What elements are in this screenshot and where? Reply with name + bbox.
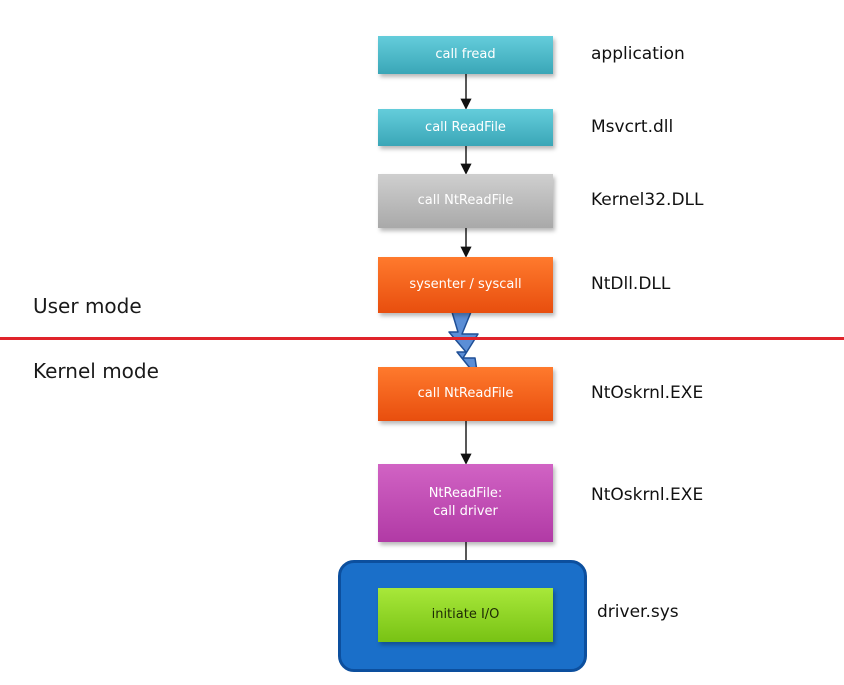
box-call-ntreadfile-ntoskrnl-text: call NtReadFile [417, 386, 514, 401]
component-label-kernel32: Kernel32.DLL [591, 190, 704, 210]
box-call-readfile-text: call ReadFile [425, 119, 506, 135]
box-call-fread-text: call fread [435, 47, 496, 62]
component-label-msvcrt: Msvcrt.dll [591, 117, 674, 137]
component-label-application: application [591, 44, 685, 64]
kernel-mode-label: Kernel mode [33, 359, 159, 383]
box-sysenter-syscall-text: sysenter / syscall [409, 277, 522, 292]
box-initiate-io-text: initiate I/O [431, 607, 500, 622]
box-initiate-io: initiate I/O [378, 588, 553, 642]
user-mode-label: User mode [33, 294, 142, 318]
box-call-ntreadfile-ntoskrnl: call NtReadFile [378, 367, 553, 421]
box-call-ntreadfile-kernel32-text: call NtReadFile [417, 193, 514, 208]
component-label-ntoskrnl-2: NtOskrnl.EXE [591, 485, 704, 505]
user-kernel-divider [0, 337, 844, 340]
component-label-ntoskrnl-1: NtOskrnl.EXE [591, 383, 704, 403]
box-call-fread: call fread [378, 36, 553, 74]
box-call-ntreadfile-kernel32: call NtReadFile [378, 174, 553, 228]
box-sysenter-syscall: sysenter / syscall [378, 257, 553, 313]
box-ntreadfile-line1: NtReadFile: [428, 486, 503, 501]
box-call-readfile: call ReadFile [378, 109, 553, 146]
component-label-driver: driver.sys [597, 602, 679, 622]
box-ntreadfile-line2: call driver [433, 504, 498, 519]
box-ntreadfile-call-driver: NtReadFile: call driver [378, 464, 553, 542]
component-label-ntdll: NtDll.DLL [591, 274, 671, 294]
